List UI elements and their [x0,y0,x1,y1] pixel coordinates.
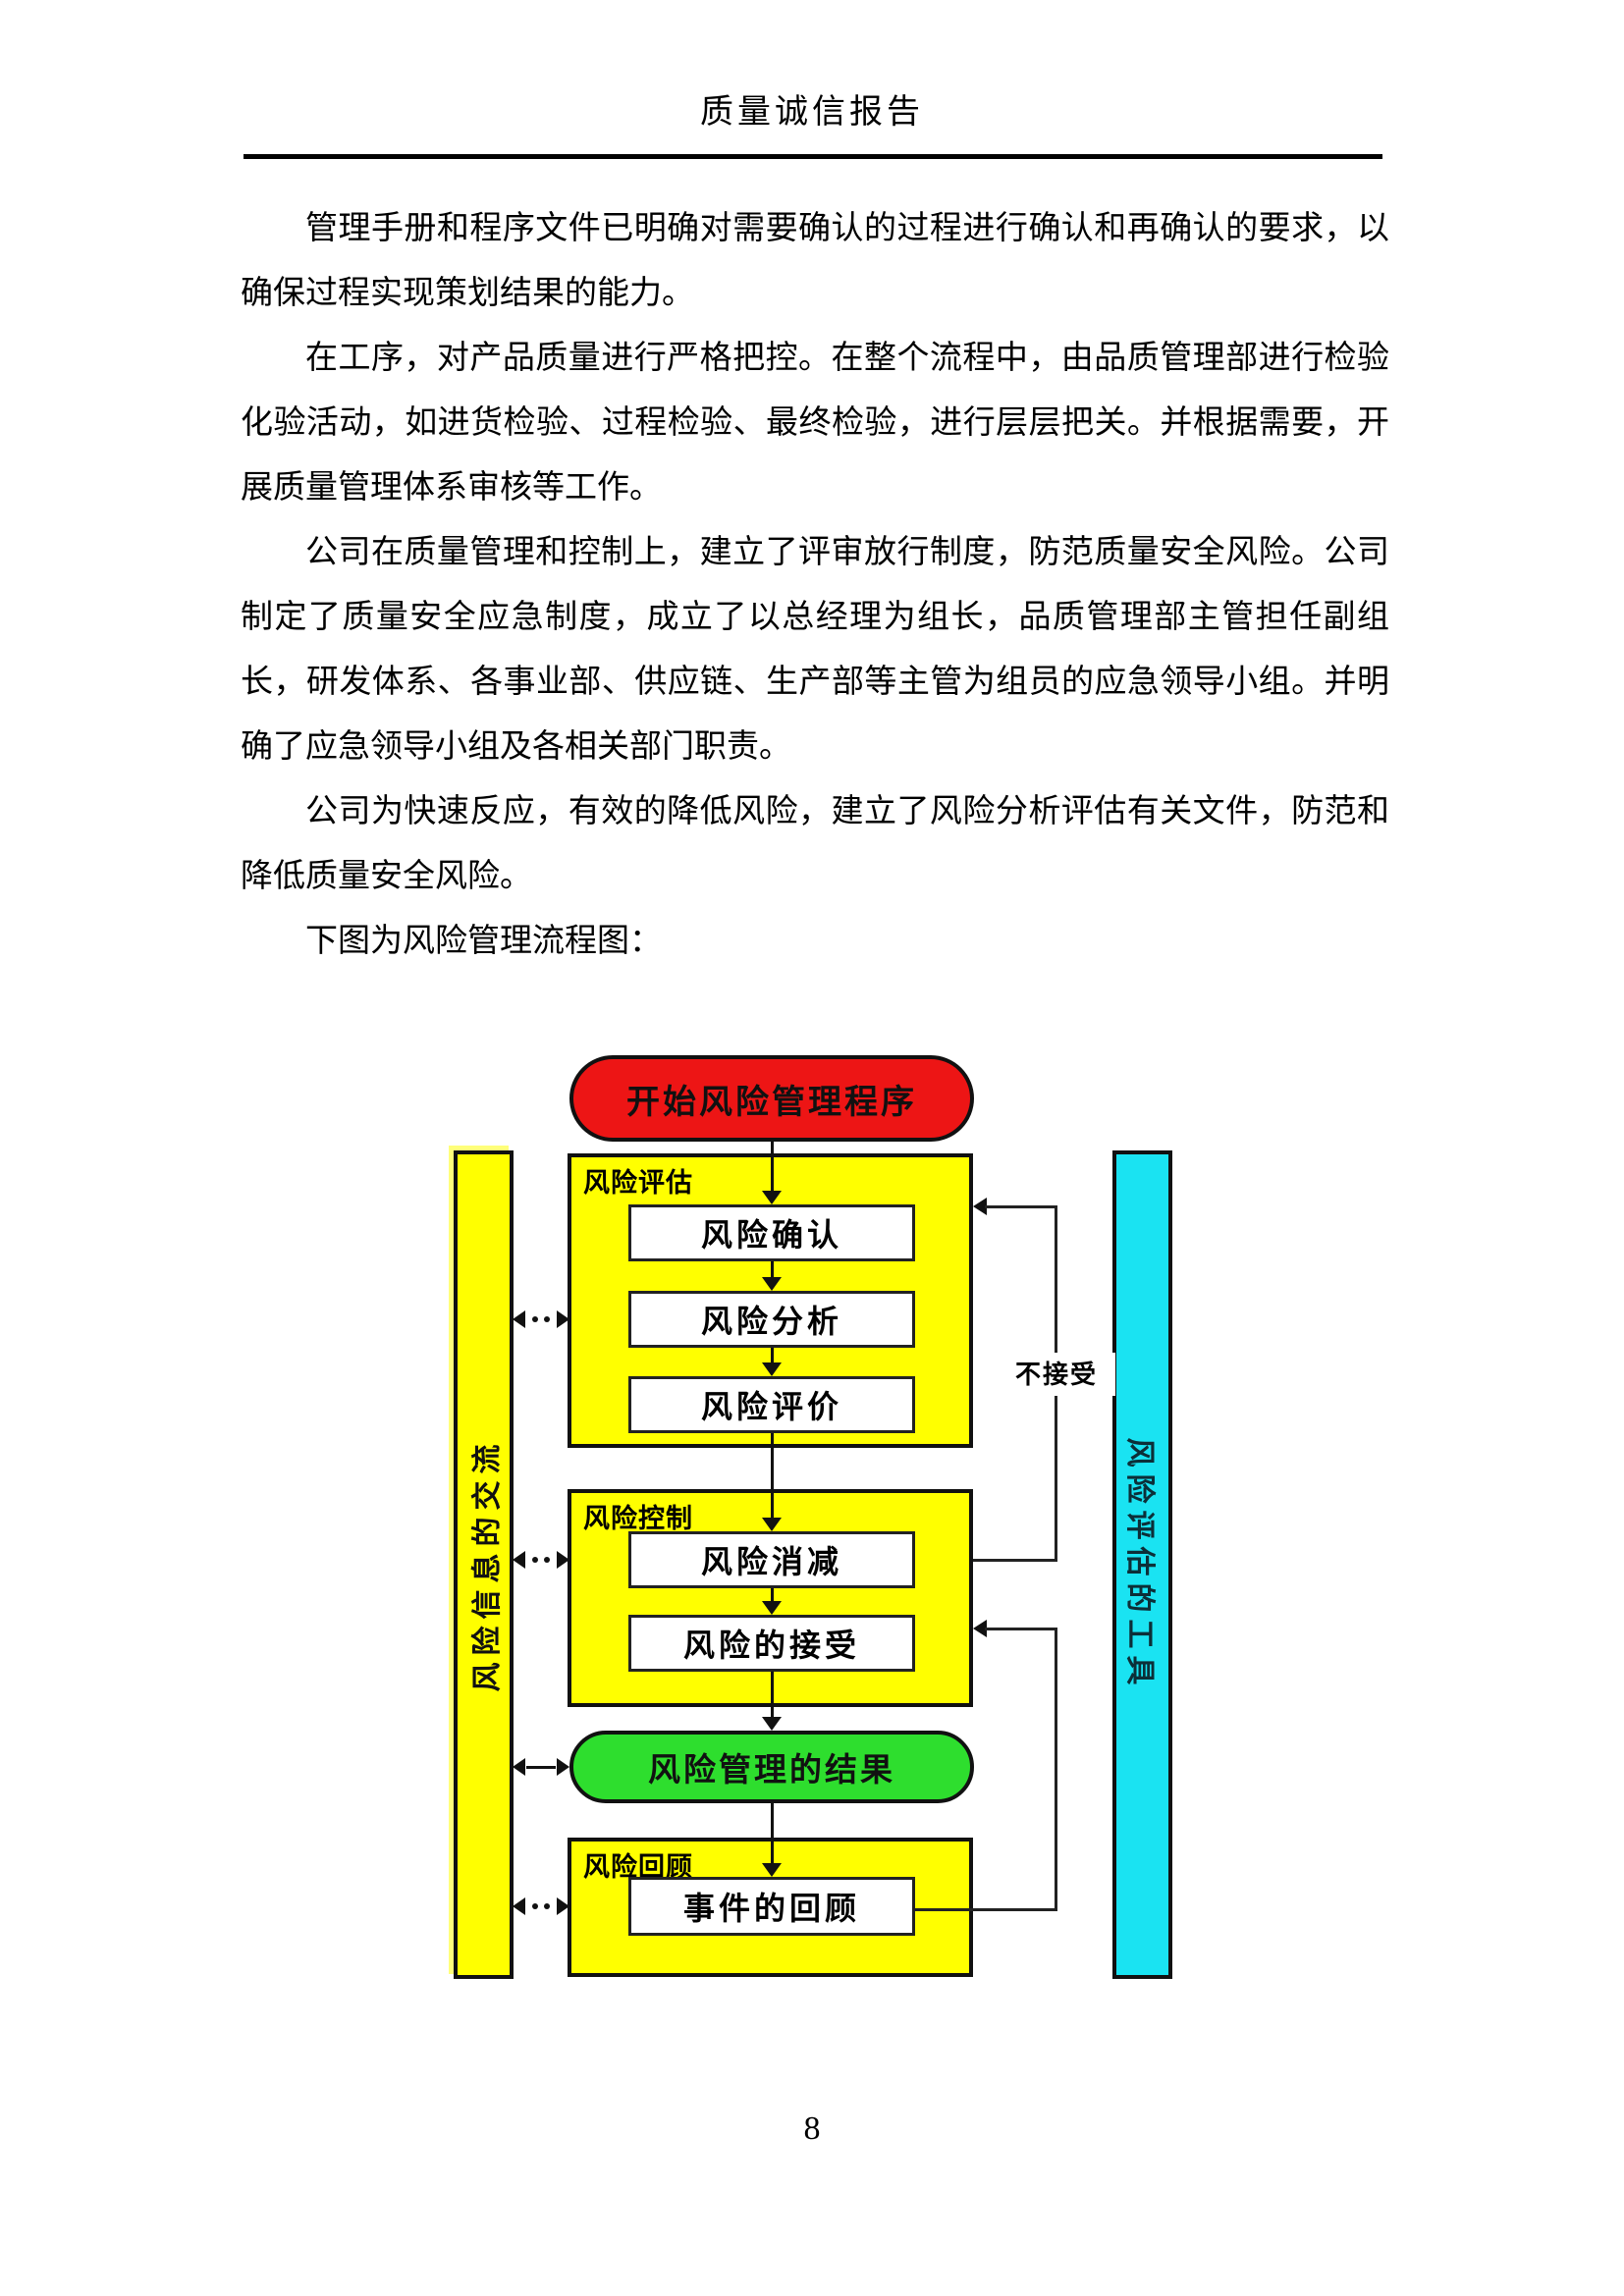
risk-assessment-group: 风险评估 风险确认 风险分析 风险评价 [568,1153,973,1448]
feedback-line [915,1908,1057,1911]
arrow-head [556,1551,569,1569]
feedback-line [985,1628,1057,1630]
feedback-arrowhead [973,1620,987,1637]
arrow-head [513,1551,525,1569]
body-paragraph: 公司为快速反应，有效的降低风险，建立了风险分析评估有关文件，防范和降低质量安全风… [241,794,1389,894]
arrow-head [762,1277,782,1291]
arrow-head [762,1191,782,1204]
arrow-head [762,1518,782,1531]
flow-start-node: 开始风险管理程序 [569,1055,974,1142]
communication-bar: 风险信息的交流 [454,1150,514,1979]
arrow-dot [531,1316,538,1322]
arrow-shaft [526,1765,556,1769]
page-title: 质量诚信报告 [700,94,924,131]
not-accept-label: 不接受 [998,1353,1115,1396]
dashed-double-arrow-icon [513,1550,569,1570]
arrow-dot [544,1316,551,1322]
arrow-head [513,1897,525,1915]
arrow-shaft [770,1261,774,1277]
dashed-double-arrow-icon [513,1309,569,1329]
flow-step-risk-confirmation: 风险确认 [628,1204,915,1261]
arrow-shaft [770,1138,774,1191]
flow-step-risk-evaluation: 风险评价 [628,1376,915,1433]
arrow-head [556,1897,569,1915]
feedback-line [973,1559,1057,1562]
arrow-head [762,1717,782,1731]
flow-result-node: 风险管理的结果 [569,1731,974,1803]
down-arrow-icon [762,1433,782,1531]
down-arrow-icon [762,1588,782,1615]
down-arrow-icon [762,1672,782,1731]
body-paragraph: 下图为风险管理流程图： [305,924,662,959]
down-arrow-icon [762,1261,782,1291]
arrow-head [513,1758,525,1776]
page-number: 8 [803,2110,821,2147]
body-paragraph: 公司在质量管理和控制上，建立了评审放行制度，防范质量安全风险。公司制定了质量安全… [241,535,1389,765]
risk-control-group-label: 风险控制 [583,1504,693,1533]
header-divider [244,154,1382,159]
body-paragraph: 管理手册和程序文件已明确对需要确认的过程进行确认和再确认的要求，以确保过程实现策… [241,211,1389,311]
arrow-shaft [770,1588,774,1601]
arrow-head [762,1362,782,1376]
arrow-head [762,1601,782,1615]
solid-double-arrow-icon [513,1757,569,1777]
tools-bar-label: 风险评估的工具 [1122,1437,1156,1692]
feedback-line [1055,1628,1057,1911]
arrow-dot [544,1557,551,1563]
feedback-line [985,1205,1057,1208]
flow-step-risk-reduction: 风险消减 [628,1531,915,1588]
down-arrow-icon [762,1348,782,1376]
flow-step-risk-acceptance: 风险的接受 [628,1615,915,1672]
arrow-shaft [770,1672,774,1717]
arrow-shaft [770,1801,774,1863]
body-text: 管理手册和程序文件已明确对需要确认的过程进行确认和再确认的要求，以确保过程实现策… [241,196,1389,974]
arrow-dot [544,1903,551,1909]
flow-step-event-review: 事件的回顾 [628,1877,915,1936]
arrow-head [557,1758,569,1776]
dashed-double-arrow-icon [513,1896,569,1916]
feedback-arrowhead [973,1198,987,1215]
down-arrow-icon [762,1138,782,1204]
flow-step-risk-analysis: 风险分析 [628,1291,915,1348]
arrow-shaft [770,1348,774,1362]
arrow-dot [531,1557,538,1563]
arrow-shaft [770,1433,774,1518]
tools-bar: 风险评估的工具 [1112,1150,1172,1979]
body-paragraph: 在工序，对产品质量进行严格把控。在整个流程中，由品质管理部进行检验化验活动，如进… [241,341,1389,506]
arrow-dot [531,1903,538,1909]
arrow-head [513,1310,525,1328]
arrow-head [762,1863,782,1877]
arrow-head [556,1310,569,1328]
risk-assessment-group-label: 风险评估 [583,1168,693,1198]
communication-bar-label: 风险信息的交流 [470,1437,504,1692]
down-arrow-icon [762,1801,782,1877]
